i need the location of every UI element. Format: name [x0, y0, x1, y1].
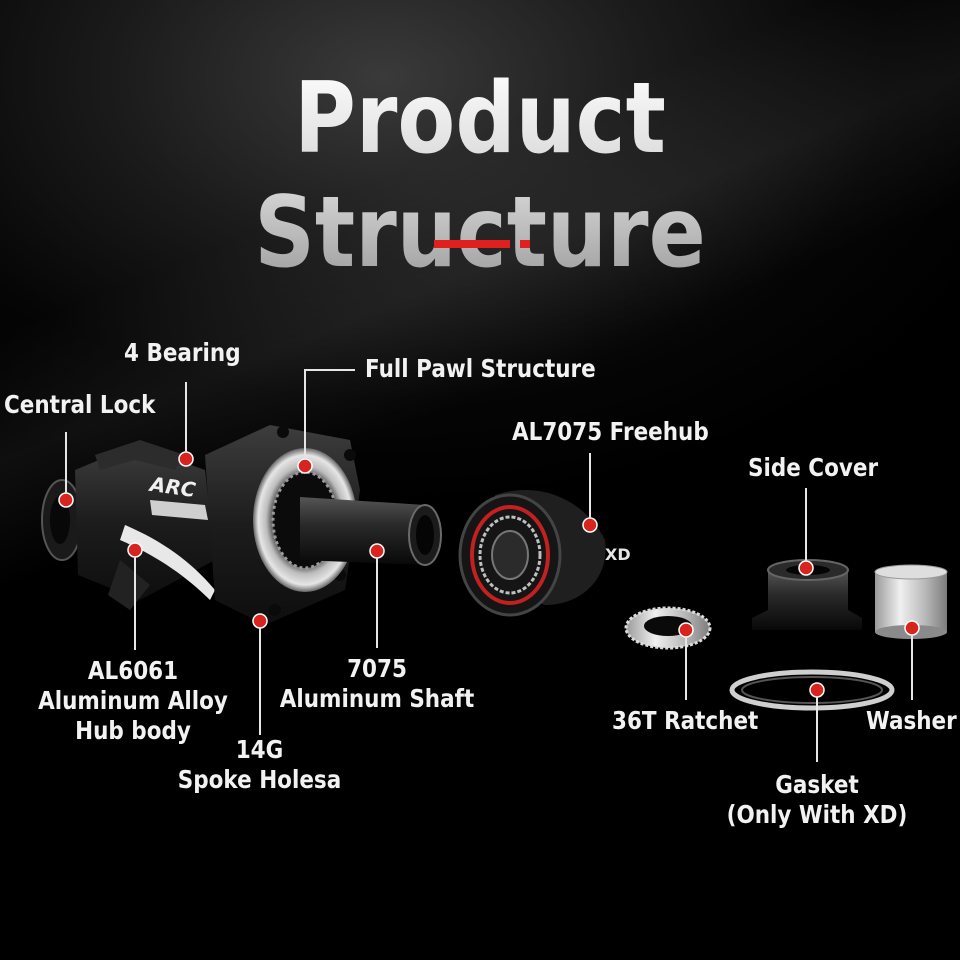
marker-side-cover: [798, 560, 814, 576]
label-spoke: 14G Spoke Holesa: [167, 735, 352, 795]
marker-hub-body: [127, 542, 143, 558]
title-accent-bar: [434, 240, 510, 248]
label-bearing: 4 Bearing: [124, 338, 241, 367]
label-freehub: AL7075 Freehub: [512, 417, 709, 446]
label-side-cover: Side Cover: [748, 453, 879, 482]
label-hub-body: AL6061 Aluminum Alloy Hub body: [19, 656, 248, 746]
spoke-line-2: Spoke Holesa: [177, 765, 342, 794]
gasket-part: [729, 669, 895, 711]
shaft-line-2: Aluminum Shaft: [279, 684, 475, 713]
callout-markers: [58, 451, 920, 698]
freehub-part: XD: [458, 490, 631, 617]
aluminum-shaft-part: [300, 497, 442, 566]
ratchet-part: [624, 606, 712, 650]
title-accent-dot: [520, 240, 530, 248]
xd-mark: XD: [605, 545, 631, 564]
gasket-line-1: Gasket: [775, 770, 859, 799]
marker-bearing: [178, 451, 194, 467]
hub-body-line-2: Aluminum Alloy: [38, 686, 228, 715]
gasket-line-2: (Only With XD): [726, 800, 908, 829]
marker-freehub: [582, 517, 598, 533]
hub-body-line-1: AL6061: [87, 656, 179, 685]
label-central-lock: Central Lock: [4, 390, 156, 419]
label-ratchet: 36T Ratchet: [612, 706, 759, 735]
marker-spoke: [252, 613, 268, 629]
hub-body-line-3: Hub body: [75, 716, 191, 745]
label-full-pawl: Full Pawl Structure: [365, 354, 596, 383]
page-title: Product Structure: [67, 62, 893, 290]
label-shaft: 7075 Aluminum Shaft: [278, 654, 476, 714]
marker-full-pawl: [297, 458, 313, 474]
leader-lines: [65, 369, 913, 762]
label-gasket: Gasket (Only With XD): [725, 770, 909, 830]
shaft-line-1: 7075: [347, 654, 407, 683]
spoke-line-1: 14G: [235, 735, 284, 764]
marker-central-lock: [58, 492, 74, 508]
marker-shaft: [369, 543, 385, 559]
marker-ratchet: [678, 622, 694, 638]
marker-washer: [904, 620, 920, 636]
marker-gasket: [809, 682, 825, 698]
label-washer: Washer: [866, 706, 957, 735]
